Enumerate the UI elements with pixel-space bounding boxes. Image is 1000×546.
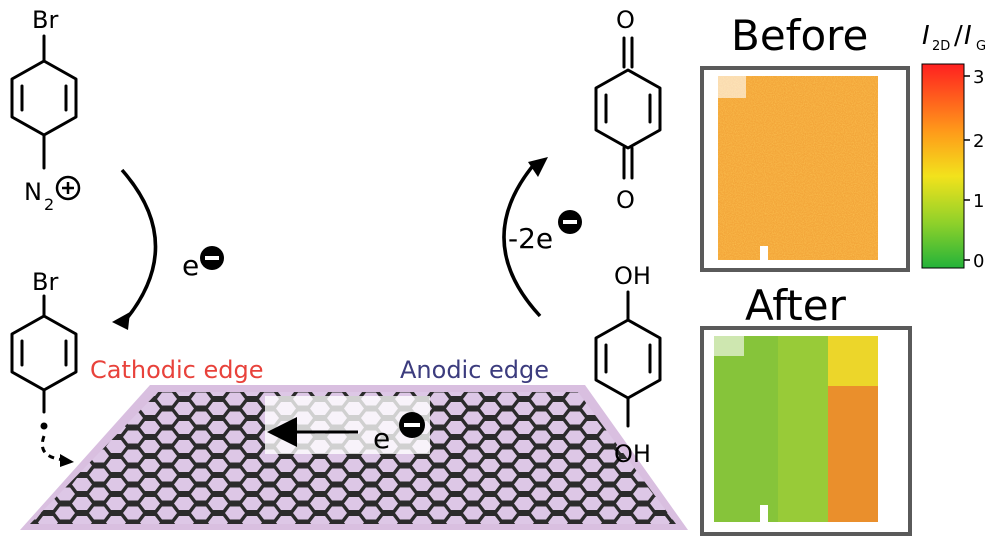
colorbar-tick-label: 3 — [973, 67, 984, 88]
reduction-arrow: e — [112, 168, 224, 330]
bromo-label: Br — [32, 268, 58, 296]
colorbar-tick-label: 2 — [973, 131, 984, 152]
colorbar-tick-label: 0 — [973, 251, 984, 272]
electron-flow-box: e — [265, 396, 430, 455]
oxygen-label: O — [616, 6, 635, 34]
colorbar-label-i: I — [922, 21, 930, 51]
colorbar: I 2D / I G 3 2 1 0 — [921, 21, 986, 272]
hydroquinone-molecule: OH OH — [594, 262, 662, 468]
colorbar-label-i2: I — [964, 21, 972, 51]
oxidation-arrow: -2e — [502, 157, 582, 318]
bromophenyl-radical-molecule: Br — [10, 268, 78, 467]
bromobenzenediazonium-molecule: Br N 2 — [10, 6, 81, 214]
oxidation-label: -2e — [508, 222, 553, 255]
hydroxyl-label: OH — [614, 262, 651, 290]
svg-text:/: / — [954, 21, 963, 51]
anodic-edge-label: Anodic edge — [400, 356, 549, 384]
graphene-sheet — [20, 385, 688, 530]
bromo-label: Br — [32, 6, 58, 34]
after-title: After — [745, 281, 847, 330]
radical-dot — [40, 422, 48, 430]
after-map — [700, 326, 912, 536]
colorbar-label-2d: 2D — [932, 39, 950, 54]
hydroxyl-label: OH — [614, 440, 651, 468]
benzoquinone-molecule: O O — [594, 6, 662, 214]
before-map — [700, 66, 910, 272]
cathodic-edge-label: Cathodic edge — [90, 356, 264, 384]
diazonium-label: N — [24, 178, 42, 206]
colorbar-label-g: G — [976, 39, 986, 54]
oxygen-label: O — [616, 186, 635, 214]
diazonium-subscript: 2 — [44, 195, 54, 214]
reduction-label: e — [182, 249, 199, 282]
before-title: Before — [731, 11, 868, 60]
colorbar-tick-label: 1 — [973, 191, 984, 212]
electron-flow-label: e — [373, 422, 390, 455]
